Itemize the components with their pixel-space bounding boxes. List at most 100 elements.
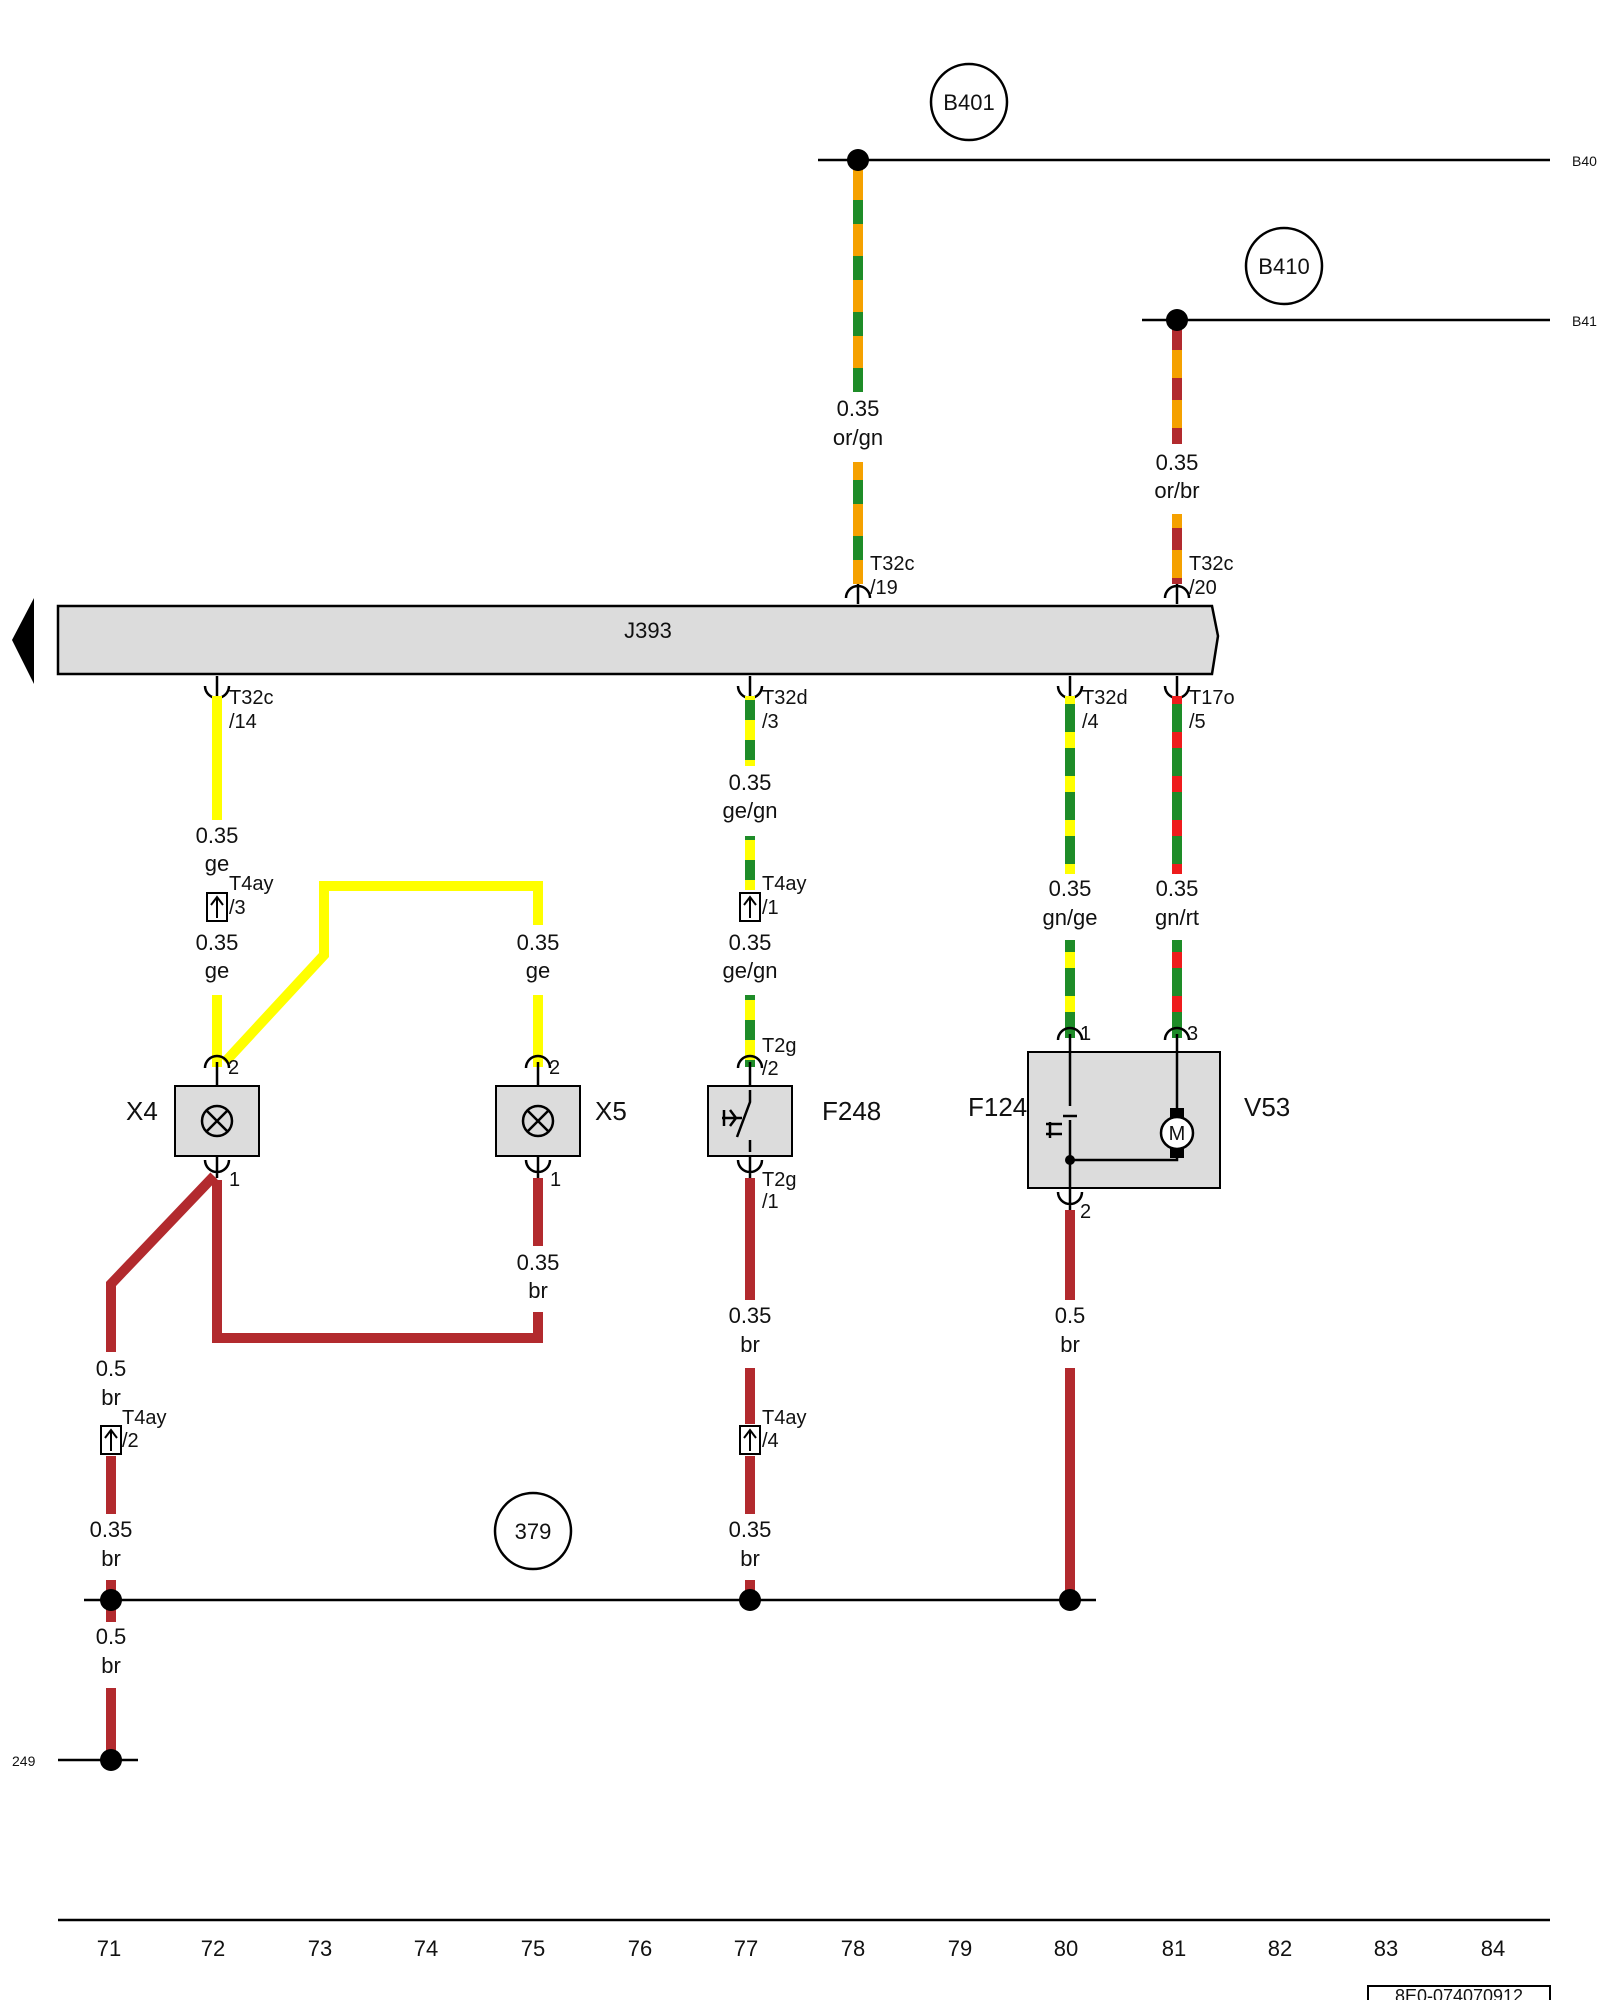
wire-75-br bbox=[533, 1178, 543, 1246]
switch-f248-icon bbox=[722, 1090, 752, 1152]
wire-81-gn-rt-lower bbox=[1172, 940, 1182, 1038]
wire-80a-gauge: 0.35 bbox=[1049, 876, 1092, 901]
wire-81a-color: or/br bbox=[1154, 478, 1199, 503]
motor-v53-icon bbox=[1159, 1115, 1195, 1151]
wire-x4-x5-ge-jumper bbox=[221, 881, 543, 1066]
column-number: 73 bbox=[308, 1936, 332, 1961]
column-number: 79 bbox=[948, 1936, 972, 1961]
connector-t4ay-4-arrow bbox=[743, 1428, 757, 1451]
motor-v53-symbol-label: M bbox=[1169, 1123, 1186, 1145]
wire-71b-color: br bbox=[101, 1546, 121, 1571]
wire-75-ge bbox=[533, 995, 543, 1067]
wire-75b-gauge: 0.35 bbox=[517, 1250, 560, 1275]
connector-t32c-20-pin-label: /20 bbox=[1189, 577, 1217, 599]
wire-77c-gauge: 0.35 bbox=[729, 1303, 772, 1328]
wire-x4-x5-br-loop bbox=[212, 1180, 543, 1343]
connector-t32d-4-pin-label: /4 bbox=[1082, 711, 1099, 733]
ground-ref-circle bbox=[493, 1491, 573, 1571]
column-number: 74 bbox=[414, 1936, 438, 1961]
wire-81-or-br-upper bbox=[1172, 320, 1182, 444]
connector-t2g-2-pin-label: /2 bbox=[762, 1058, 779, 1080]
wire-75a-color: ge bbox=[526, 958, 550, 983]
wire-77a-gauge: 0.35 bbox=[729, 770, 772, 795]
wire-72a-color: ge bbox=[205, 851, 229, 876]
v53-top-pin-label: 3 bbox=[1187, 1023, 1198, 1045]
wire-77d-gauge: 0.35 bbox=[729, 1517, 772, 1542]
x5-top-pin-label: 2 bbox=[549, 1057, 560, 1079]
wire-78-or-gn-lower bbox=[853, 462, 863, 584]
connector-t4ay-3-name: T4ay bbox=[229, 873, 273, 895]
wire-71-br-bottom bbox=[106, 1688, 116, 1760]
column-number: 84 bbox=[1481, 1936, 1505, 1961]
wire-72-ge-lower bbox=[212, 995, 222, 1067]
lamp-x4-filament bbox=[205, 1109, 229, 1133]
wire-71a-color: br bbox=[101, 1385, 121, 1410]
wire-77-br-upper bbox=[745, 1178, 755, 1300]
wire-77-ge-gn-upper bbox=[745, 696, 755, 766]
ground-junction-71 bbox=[100, 1589, 122, 1611]
wire-77-ge-gn-lower bbox=[745, 995, 755, 1067]
ground-ref-label: 379 bbox=[515, 1519, 552, 1544]
connector-t4ay-4-pin-label: /4 bbox=[762, 1430, 779, 1452]
connector-t2g-2-symbol bbox=[736, 1054, 764, 1086]
x4-bottom-pin bbox=[203, 1156, 231, 1178]
f124-bottom-pin bbox=[1056, 1188, 1084, 1210]
v53-top-pin bbox=[1163, 1026, 1191, 1052]
module-f124-v53 bbox=[1027, 1051, 1221, 1189]
x5-bottom-pin-label: 1 bbox=[550, 1169, 561, 1191]
control-unit-j393-label: J393 bbox=[624, 618, 672, 643]
component-v53-label: V53 bbox=[1244, 1092, 1290, 1122]
f124-top-pin bbox=[1056, 1026, 1084, 1052]
wire-80b-color: br bbox=[1060, 1332, 1080, 1357]
connector-t4ay-3-arrow bbox=[210, 895, 224, 918]
bus-ref-circle-b401 bbox=[929, 62, 1009, 142]
wire-71c-color: br bbox=[101, 1653, 121, 1678]
bus-end-label-b41: B41 bbox=[1572, 313, 1597, 329]
wire-71-br-diagonal bbox=[106, 1172, 218, 1352]
connector-t32c-20-name: T32c bbox=[1189, 553, 1233, 575]
component-x4-label: X4 bbox=[126, 1096, 158, 1126]
column-number: 83 bbox=[1374, 1936, 1398, 1961]
wire-81b-gauge: 0.35 bbox=[1156, 876, 1199, 901]
connector-t32c-19-pin-label: /19 bbox=[870, 577, 898, 599]
connector-t17o-5-name: T17o bbox=[1189, 687, 1235, 709]
wire-77-br-mid bbox=[745, 1368, 755, 1424]
wire-77-ge-gn-mid bbox=[745, 836, 755, 890]
wire-81a-gauge: 0.35 bbox=[1156, 450, 1199, 475]
column-number: 76 bbox=[628, 1936, 652, 1961]
connector-t2g-1-symbol bbox=[736, 1156, 764, 1178]
junction-b410 bbox=[1166, 309, 1188, 331]
connector-t32d-3-pin-label: /3 bbox=[762, 711, 779, 733]
column-number: 80 bbox=[1054, 1936, 1078, 1961]
wire-71a-gauge: 0.5 bbox=[96, 1356, 127, 1381]
x5-bottom-pin bbox=[524, 1156, 552, 1178]
wire-71-br-mid bbox=[106, 1456, 116, 1514]
wire-81b-color: gn/rt bbox=[1155, 905, 1199, 930]
wire-78-color: or/gn bbox=[833, 425, 883, 450]
wire-78-or-gn-upper bbox=[853, 160, 863, 392]
x4-top-pin-label: 2 bbox=[228, 1057, 239, 1079]
wire-72-ge-upper bbox=[212, 696, 222, 820]
control-unit-j393 bbox=[56, 604, 1220, 676]
component-f248-label: F248 bbox=[822, 1096, 881, 1126]
wire-75a-gauge: 0.35 bbox=[517, 930, 560, 955]
ground-ext-label: 249 bbox=[12, 1753, 36, 1769]
wire-72b-gauge: 0.35 bbox=[196, 930, 239, 955]
lamp-x5-bulb-icon bbox=[521, 1104, 555, 1138]
wire-80-br-upper bbox=[1065, 1210, 1075, 1300]
bus-ref-label-b410: B410 bbox=[1258, 254, 1309, 279]
wire-71c-gauge: 0.5 bbox=[96, 1624, 127, 1649]
wire-77c-color: br bbox=[740, 1332, 760, 1357]
connector-t2g-1-pin-label: /1 bbox=[762, 1191, 779, 1213]
ground-junction-80 bbox=[1059, 1589, 1081, 1611]
wire-77a-color: ge/gn bbox=[722, 798, 777, 823]
connector-t4ay-1-pin-label: /1 bbox=[762, 897, 779, 919]
wire-72a-gauge: 0.35 bbox=[196, 823, 239, 848]
connector-t32c-14-pin-label: /14 bbox=[229, 711, 257, 733]
connector-t2g-1-name: T2g bbox=[762, 1169, 796, 1191]
connector-t32c-19-name: T32c bbox=[870, 553, 914, 575]
component-x5-label: X5 bbox=[595, 1096, 627, 1126]
lamp-x5-filament bbox=[526, 1109, 550, 1133]
wire-71b-gauge: 0.35 bbox=[90, 1517, 133, 1542]
